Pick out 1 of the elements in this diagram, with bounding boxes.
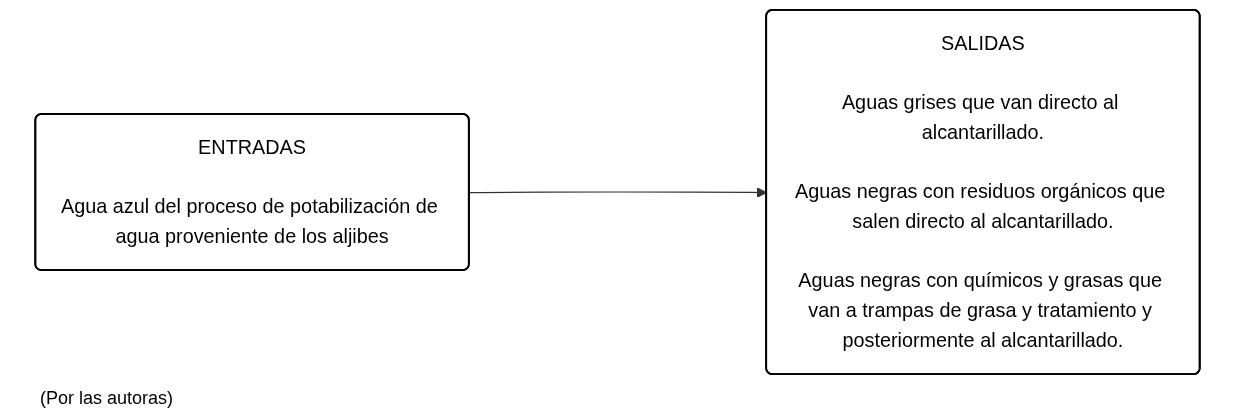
caption: (Por las autoras) — [40, 387, 174, 410]
